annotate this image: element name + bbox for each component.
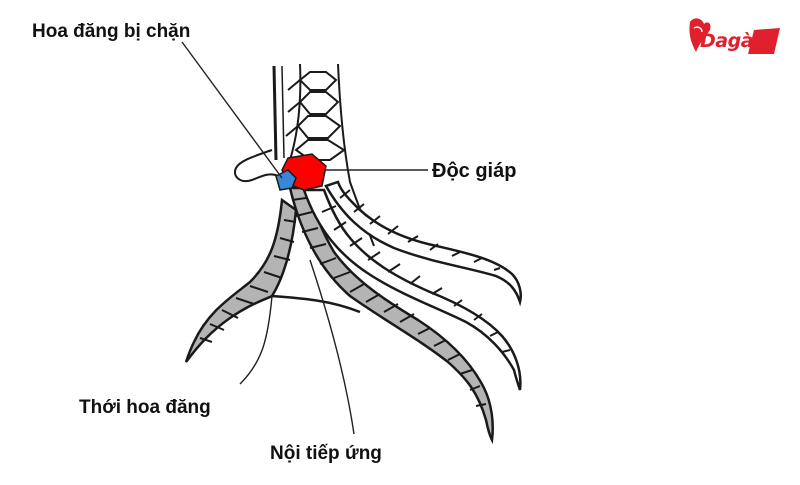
leader-blocked-spur [181,41,283,179]
logo-text: Dagà3 [700,30,766,52]
leader-inner-toe-line [309,259,355,435]
blocked-spur-marker [275,169,297,191]
inner-toe [288,186,494,445]
daga3-logo: Dagà3 [684,14,784,56]
label-blocked-spur: Hoa đăng bị chặn [32,21,191,42]
label-single-scale: Độc giáp [432,160,517,182]
label-inner-toe-line: Nội tiếp ứng [270,443,382,464]
middle-toe [302,188,522,391]
leader-spur-scale-line [239,295,273,385]
leader-lines [181,41,428,435]
rooster-head-icon [689,18,780,54]
back-toe [184,197,298,363]
label-spur-scale-line: Thới hoa đăng [79,397,211,418]
toe-web [271,294,361,314]
outer-toe [324,180,522,307]
